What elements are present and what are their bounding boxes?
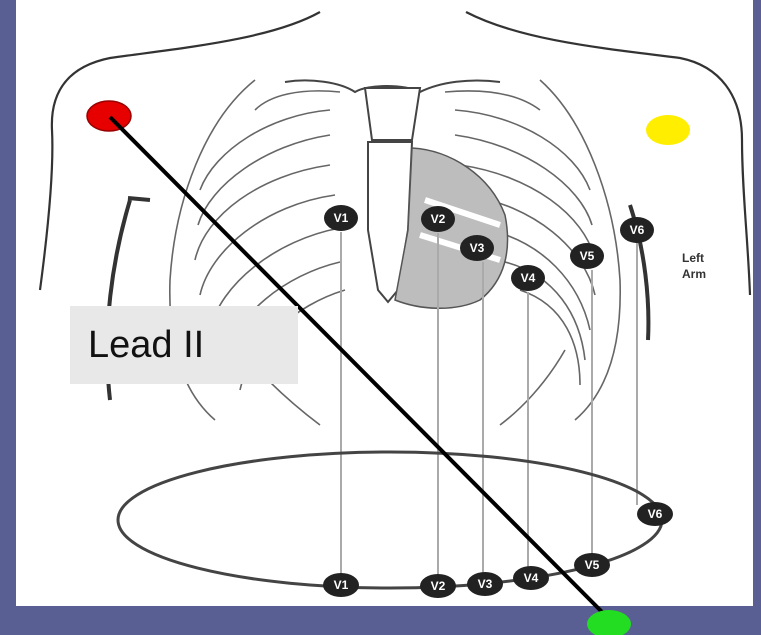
ring-electrode-v6: V6 xyxy=(637,502,673,526)
chest-electrode-v1: V1 xyxy=(324,205,358,231)
left-leg-electrode xyxy=(587,610,631,635)
svg-text:V2: V2 xyxy=(431,579,446,593)
chest-electrode-v3: V3 xyxy=(460,235,494,261)
ring-electrodes: V1 V2 V3 V4 V5 V6 xyxy=(323,502,673,598)
svg-text:Left: Left xyxy=(682,251,704,265)
chest-electrode-v5: V5 xyxy=(570,243,604,269)
svg-text:V3: V3 xyxy=(478,577,493,591)
ring-electrode-v5: V5 xyxy=(574,553,610,577)
chest-electrode-v2: V2 xyxy=(421,206,455,232)
svg-text:V3: V3 xyxy=(470,241,485,255)
svg-text:V6: V6 xyxy=(648,507,663,521)
left-arm-electrode xyxy=(646,115,690,145)
svg-text:V1: V1 xyxy=(334,211,349,225)
right-arm-electrode xyxy=(87,101,131,131)
lead-ii-label: Lead II xyxy=(70,306,298,384)
ring-electrode-v4: V4 xyxy=(513,566,549,590)
left-arm-label: Left Arm xyxy=(682,251,706,281)
svg-text:Arm: Arm xyxy=(682,267,706,281)
svg-text:V4: V4 xyxy=(521,271,536,285)
ring-electrode-v2: V2 xyxy=(420,574,456,598)
svg-text:V6: V6 xyxy=(630,223,645,237)
chest-electrode-v4: V4 xyxy=(511,265,545,291)
lead-ii-label-text: Lead II xyxy=(88,324,204,367)
svg-text:V4: V4 xyxy=(524,571,539,585)
svg-text:V2: V2 xyxy=(431,212,446,226)
chest-electrode-v6: V6 xyxy=(620,217,654,243)
svg-text:V5: V5 xyxy=(585,558,600,572)
svg-text:V1: V1 xyxy=(334,578,349,592)
ring-electrode-v3: V3 xyxy=(467,572,503,596)
svg-text:V5: V5 xyxy=(580,249,595,263)
ring-electrode-v1: V1 xyxy=(323,573,359,597)
